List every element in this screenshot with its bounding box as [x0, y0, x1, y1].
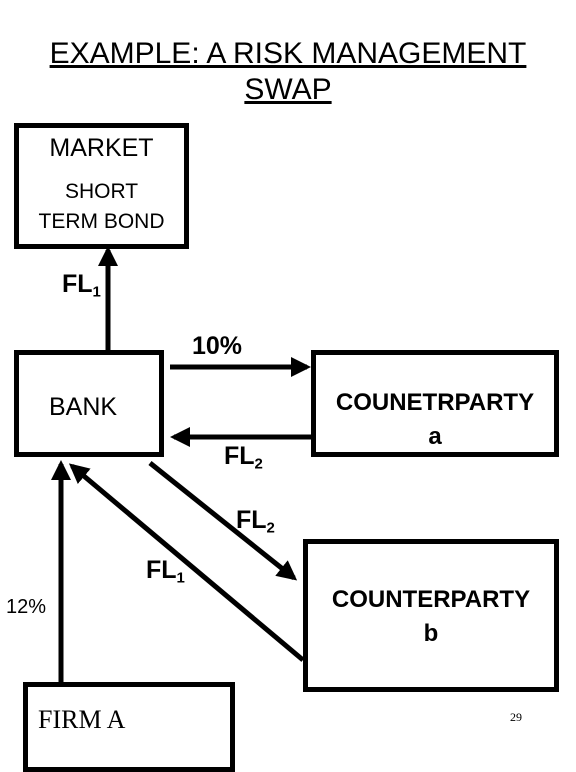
- market-sub-line-2: TERM BOND: [38, 210, 165, 233]
- arrow-bank-to-cp-b: [148, 461, 298, 581]
- flow-label-bank-to-cp-a: 10%: [192, 332, 243, 360]
- arrow-cp-b-to-bank: [68, 463, 305, 662]
- title-line-1: EXAMPLE: A RISK MANAGEMENT: [49, 37, 527, 70]
- page-number: 29: [510, 710, 522, 724]
- market-sub-line-1: SHORT: [64, 180, 139, 203]
- counterparty-a-line-2: a: [428, 423, 442, 450]
- counterparty-a-line-1: COUNETRPARTY: [335, 389, 535, 416]
- flow-label-cp-a-to-bank: FL2: [224, 442, 263, 473]
- bank-box: BANK: [14, 350, 164, 457]
- bank-label: BANK: [49, 393, 118, 421]
- firm-a-label: FIRM A: [38, 705, 126, 734]
- title-line-2: SWAP: [244, 73, 332, 106]
- firm-a-box: FIRM A: [23, 682, 235, 772]
- flow-label-bank-to-market: FL1: [62, 270, 101, 301]
- counterparty-b-line-2: b: [423, 620, 439, 647]
- counterparty-a-box: COUNETRPARTY a: [311, 350, 559, 457]
- flow-label-firm-to-bank: 12%: [6, 596, 47, 618]
- counterparty-b-box: COUNTERPARTY b: [303, 539, 559, 692]
- counterparty-b-line-1: COUNTERPARTY: [331, 586, 531, 613]
- market-box: MARKET SHORT TERM BOND: [14, 123, 189, 249]
- flow-label-cp-b-to-bank: FL1: [146, 556, 185, 587]
- flow-label-bank-to-cp-b: FL2: [236, 506, 275, 537]
- market-label: MARKET: [49, 134, 154, 162]
